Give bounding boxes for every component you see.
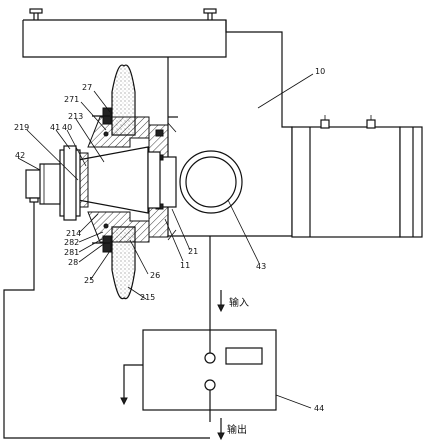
label-21: 21: [188, 247, 198, 256]
label-11: 11: [180, 261, 190, 270]
label-42: 42: [15, 151, 25, 160]
sensor-42: [25, 163, 61, 205]
label-271: 271: [64, 95, 79, 104]
leader-lines: [17, 73, 314, 409]
label-10: 10: [315, 67, 325, 76]
output-label: 输出: [227, 423, 247, 436]
io-captions: 输入 输出: [227, 296, 249, 436]
label-43: 43: [256, 262, 266, 271]
grinding-wheel-lower: [111, 226, 136, 300]
label-44: 44: [314, 404, 324, 413]
label-215: 215: [140, 293, 155, 302]
label-41: 41: [50, 123, 60, 132]
cylinder-43: [179, 150, 243, 214]
housing-10: [167, 20, 423, 238]
label-25: 25: [84, 276, 94, 285]
top-frame: [22, 8, 227, 58]
end-plates: [59, 145, 89, 221]
label-213: 213: [68, 112, 83, 121]
label-28: 28: [68, 258, 78, 267]
label-26: 26: [150, 271, 160, 280]
label-40: 40: [62, 123, 72, 132]
input-label: 输入: [229, 296, 249, 309]
disc-assembly: [87, 107, 150, 253]
wiring: [3, 202, 225, 441]
cone-shaft: [77, 146, 161, 214]
label-282: 282: [64, 238, 79, 247]
label-27: 27: [82, 83, 92, 92]
reference-labels: 10 27 271 213 219 41 40 42 214 282 281 2…: [14, 67, 325, 413]
label-219: 219: [14, 123, 29, 132]
label-214: 214: [66, 229, 81, 238]
label-281: 281: [64, 248, 79, 257]
